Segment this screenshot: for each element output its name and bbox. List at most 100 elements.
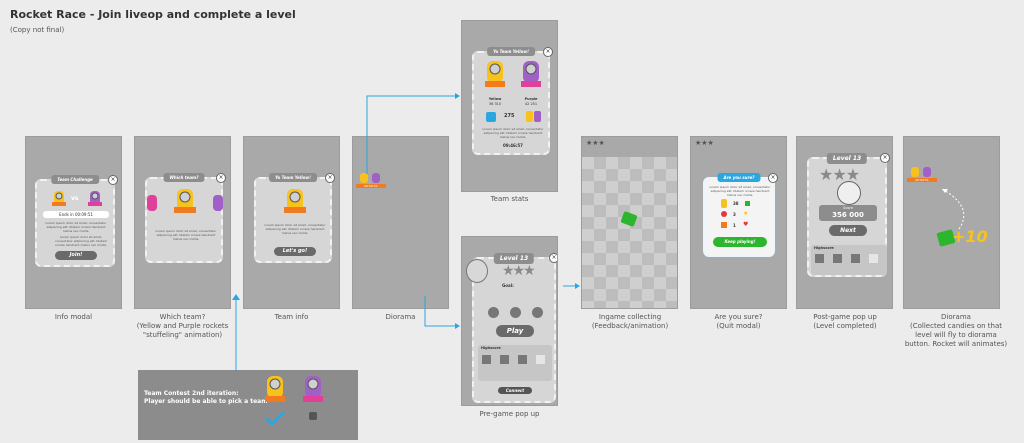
note-text: Team Contest 2nd iteration:Player should… (144, 390, 268, 405)
avatar (815, 254, 824, 263)
pink-rocket-icon (147, 195, 157, 211)
rocket-small-icon (526, 111, 533, 122)
caption-are-you-sure: Are you sure? (Quit modal) (714, 313, 763, 330)
keep-playing-button[interactable]: Keep playing! (713, 237, 767, 247)
booster-icon-2[interactable] (510, 307, 521, 318)
diorama-button[interactable]: 00:09:51 (356, 171, 386, 191)
highscore-panel: Highscore (478, 345, 552, 381)
character-avatar (837, 181, 861, 205)
yellow-team-score: 36 310 (488, 102, 502, 106)
connect-button[interactable]: Connect (498, 387, 532, 394)
loss-value-1: 38 (733, 201, 739, 206)
caption-info-modal: Info modal (54, 313, 93, 321)
stat-row: 275 (486, 111, 542, 123)
close-icon[interactable]: × (880, 153, 890, 163)
avatar (482, 355, 491, 364)
purple-team-score: 42 251 (524, 102, 538, 106)
quit-description: Lorem ipsum dolor sit amet, consectetur … (709, 185, 771, 197)
quit-modal: Are you sure? × Lorem ipsum dolor sit am… (703, 173, 778, 257)
team-info-modal: Yo Team Yellow! × Lorem ipsum dolor sit … (254, 173, 335, 263)
rocket-badge (466, 259, 488, 283)
boosters-row (480, 305, 552, 321)
screen-are-you-sure: ★★★ Are you sure? × Lorem ipsum dolor si… (690, 136, 787, 309)
close-icon[interactable]: × (325, 173, 335, 183)
checkbox-icon[interactable] (309, 412, 317, 420)
highscore-panel: Highscore (811, 245, 887, 275)
screen-pre-game: Level 13 × ★★★ Goal: Play Highscore Conn… (461, 236, 558, 406)
highscore-label: Highscore (481, 346, 501, 350)
diorama-button[interactable]: 00:09:51 (907, 165, 937, 185)
caption-ingame: Ingame collecting (Feedback/animation) (591, 313, 669, 330)
modal-title: Level 13 (826, 153, 868, 164)
description-text: Lorem ipsum dolor sit amet, consectetur … (264, 223, 326, 235)
team-contest-note: Team Contest 2nd iteration:Player should… (138, 370, 358, 440)
rocket-small-icon-2 (534, 111, 541, 122)
modal-title: Team Challenge (51, 175, 99, 184)
modal-title: Yo Team Yellow! (487, 47, 535, 56)
score-label: Score (843, 206, 853, 210)
score-panel: Score 356 000 (819, 205, 877, 221)
game-board[interactable] (582, 157, 677, 308)
yellow-rocket-icon (265, 376, 285, 402)
modal-title: Level 13 (493, 253, 535, 264)
countdown-timer: Ends in 00:09:51 (43, 211, 109, 218)
booster-icon-1[interactable] (488, 307, 499, 318)
avatar (518, 355, 527, 364)
pre-game-modal: Level 13 × ★★★ Goal: Play Highscore Conn… (472, 253, 557, 403)
goal-label: Goal: (502, 283, 514, 288)
screen-diorama: 00:09:51 (352, 136, 449, 309)
stats-timer: 09:46:57 (503, 143, 523, 148)
screen-info-modal: Team Challenge × vs Ends in 00:09:51 Lor… (25, 136, 122, 309)
candy-icon (745, 201, 750, 206)
close-icon[interactable]: × (549, 253, 557, 263)
page-subtitle: (Copy not final) (10, 26, 65, 34)
loss-value-3: 1 (733, 223, 736, 228)
join-button[interactable]: Join! (55, 251, 97, 260)
screen-post-game: Level 13 × ★★★ Score 356 000 Next Highsc… (796, 136, 893, 309)
rocket-pair-icon (911, 167, 931, 177)
purple-team-label: Purple (524, 97, 538, 101)
arrow-head (455, 93, 460, 99)
close-icon[interactable]: × (108, 175, 118, 185)
screen-team-stats: Yo Team Yellow! × Yellow Purple 36 310 4… (461, 20, 558, 192)
play-button[interactable]: Play (496, 325, 534, 337)
avatar (500, 355, 509, 364)
purple-rocket-icon (88, 191, 102, 206)
modal-title: Are you sure? (717, 173, 761, 182)
arrow-head (455, 323, 460, 329)
yellow-team-label: Yellow (488, 97, 502, 101)
booster-icon-2 (721, 222, 727, 228)
candy-icon (486, 112, 496, 122)
close-icon[interactable]: × (543, 47, 553, 57)
avatar (536, 355, 545, 364)
booster-icon (721, 211, 727, 217)
close-icon[interactable]: × (768, 173, 778, 183)
caption-diorama: Diorama (385, 313, 416, 321)
rocket-pair-icon (360, 173, 380, 183)
lets-go-button[interactable]: Let's go! (274, 247, 316, 256)
avatar (833, 254, 842, 263)
screen-diorama-collected: 00:09:51 +10 (903, 136, 1000, 309)
highscore-label: Highscore (814, 246, 834, 250)
avatar (869, 254, 878, 263)
fly-path-arrow (941, 188, 965, 230)
screen-ingame: ★★★ (581, 136, 678, 309)
level-stars: ★★★ (586, 139, 605, 147)
screen-which-team: Which team? × Lorem ipsum dolor sit amet… (134, 136, 231, 309)
checkmark-icon[interactable] (264, 410, 286, 426)
purple-rocket-icon (213, 195, 223, 211)
yellow-rocket-icon (174, 189, 196, 213)
next-button[interactable]: Next (829, 225, 867, 236)
diorama-timer: 00:09:51 (907, 178, 937, 182)
description-text: Lorem ipsum dolor sit amet, consectetur … (155, 229, 217, 241)
post-game-modal: Level 13 × ★★★ Score 356 000 Next Highsc… (807, 153, 890, 277)
avatar (851, 254, 860, 263)
caption-pre-game: Pre-game pop up (479, 410, 540, 418)
booster-icon-3[interactable] (532, 307, 543, 318)
arrow-head (575, 283, 580, 289)
close-icon[interactable]: × (216, 173, 226, 183)
stat-value: 275 (504, 113, 515, 119)
purple-rocket-icon (521, 61, 541, 87)
stats-description: Lorem ipsum dolor sit amet, consectetur … (482, 127, 544, 139)
caption-which-team: Which team? (Yellow and Purple rockets "… (136, 313, 229, 339)
